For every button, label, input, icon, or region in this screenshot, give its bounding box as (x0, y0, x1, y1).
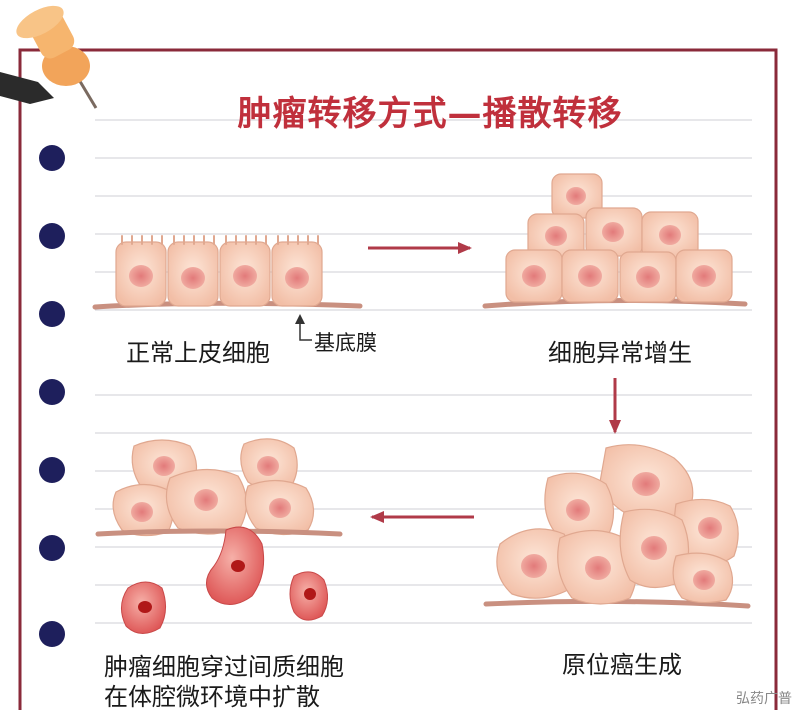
label-in-situ: 原位癌生成 (562, 651, 682, 679)
push-pin-icon (0, 5, 98, 109)
nucleus (129, 265, 309, 289)
label-basement-membrane: 基底膜 (314, 331, 377, 355)
label-normal-epithelium: 正常上皮细胞 (126, 339, 270, 367)
microvilli (121, 235, 319, 245)
disseminated-tumor (95, 438, 343, 634)
membrane-pointer (299, 318, 312, 341)
label-hyperplasia: 细胞异常增生 (548, 339, 692, 367)
normal-epithelium (92, 235, 363, 341)
label-spread-line1: 肿瘤细胞穿过间质细胞 (104, 653, 344, 681)
tumor-cell (121, 526, 328, 634)
hyperplasia-tissue (482, 173, 748, 309)
in-situ-carcinoma (483, 444, 751, 609)
label-spread-line2: 在体腔微环境中扩散 (104, 683, 320, 710)
watermark: 弘药广普 (736, 691, 792, 707)
binder-holes (39, 145, 65, 647)
diagram-title: 肿瘤转移方式—播散转移 (237, 94, 623, 134)
tumor-nucleus (138, 560, 316, 613)
page-border (18, 48, 778, 710)
